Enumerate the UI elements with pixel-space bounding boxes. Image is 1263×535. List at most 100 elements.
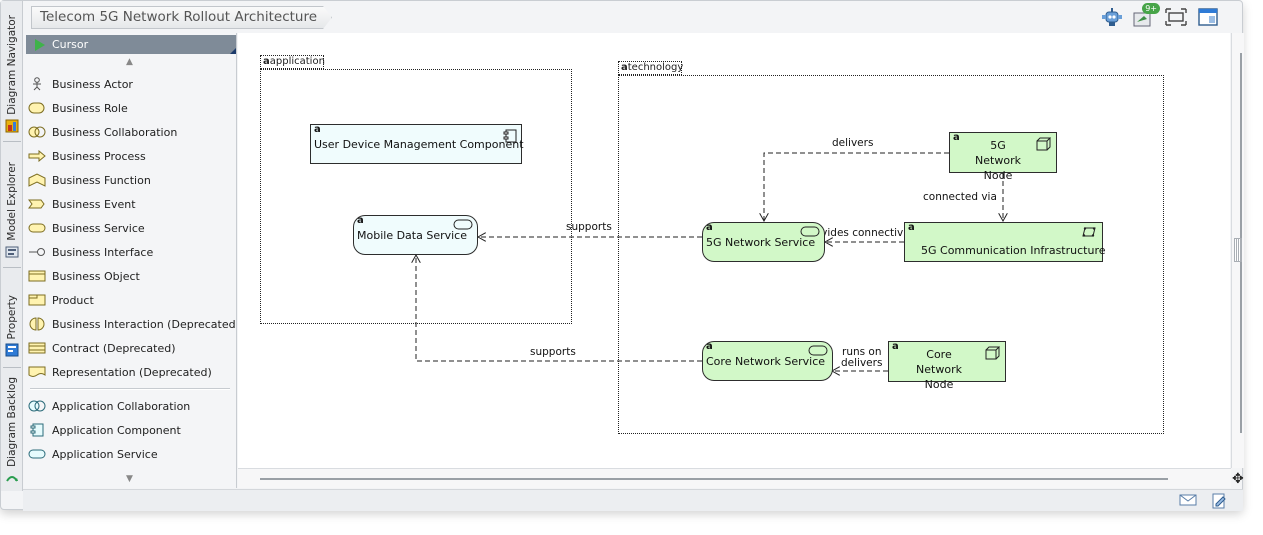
palette-scroll-down-icon[interactable]: ▼ — [126, 474, 133, 484]
element-5g-communication-infrastructure[interactable]: a 5G Communication Infrastructure — [904, 222, 1106, 262]
business-function-icon — [28, 173, 46, 187]
diagram-toolbar: 9+ — [1100, 3, 1220, 27]
tab-property[interactable]: Property — [1, 275, 23, 357]
tab-model-explorer[interactable]: Model Explorer — [1, 149, 23, 259]
edge-label-runs-on[interactable]: runs on — [842, 346, 882, 358]
edge-label-supports-core[interactable]: supports — [530, 346, 576, 358]
palette-item-label: Representation (Deprecated) — [52, 365, 212, 379]
package-technology-frame[interactable] — [618, 75, 1164, 434]
palette-item-label: Business Actor — [52, 77, 133, 91]
palette-item-business-service[interactable]: Business Service — [28, 217, 233, 239]
notifications-icon[interactable]: 9+ — [1132, 3, 1160, 27]
element-core-network-node[interactable]: a Core Network Node — [888, 341, 1006, 391]
layout-panel-icon[interactable] — [1196, 7, 1220, 27]
element-label: Core Network Service — [706, 355, 826, 368]
palette-item-application-collaboration[interactable]: Application Collaboration — [28, 395, 233, 417]
palette-section-divider — [30, 388, 230, 390]
element-label: 5G Network Service — [706, 236, 816, 249]
application-collaboration-icon — [28, 399, 46, 413]
edge-label-delivers-core[interactable]: delivers — [841, 357, 883, 369]
palette-item-business-interaction[interactable]: Business Interaction (Deprecated) — [28, 313, 236, 335]
element-label: 5G Communication Infrastructure — [921, 244, 1106, 257]
vertical-scrollbar[interactable] — [1231, 33, 1244, 468]
package-technology-label: technology — [627, 62, 684, 73]
palette-item-business-event[interactable]: Business Event — [28, 193, 233, 215]
palette-item-contract[interactable]: Contract (Deprecated) — [28, 337, 233, 359]
notification-badge: 9+ — [1142, 3, 1160, 14]
palette-item-business-role[interactable]: Business Role — [28, 97, 233, 119]
palette-item-label: Application Collaboration — [52, 399, 191, 413]
element-user-device-management-component[interactable]: a User Device Management Component — [310, 124, 524, 164]
package-technology-tab[interactable]: atechnology — [618, 61, 684, 75]
palette-item-label: Application Service — [52, 447, 158, 461]
relationship-connectors — [238, 152, 1230, 468]
cursor-label: Cursor — [52, 38, 89, 51]
application-service-icon — [28, 447, 46, 461]
palette-item-label: Business Service — [52, 221, 145, 235]
edge-supports-core — [416, 255, 702, 362]
cursor-corner-marker — [230, 48, 236, 54]
mail-icon[interactable] — [1179, 493, 1197, 507]
palette-item-product[interactable]: Product — [28, 289, 233, 311]
business-event-icon — [28, 197, 46, 211]
tab-separator — [3, 367, 21, 368]
business-service-icon — [28, 221, 46, 235]
edge-label-connected-via[interactable]: connected via — [923, 191, 997, 203]
element-5g-network-node[interactable]: a 5G Network Node — [949, 132, 1057, 182]
edge-label-supports-5g[interactable]: supports — [566, 221, 612, 233]
palette-cursor-tool[interactable]: Cursor — [26, 35, 236, 54]
palette-item-label: Application Component — [52, 423, 181, 437]
edge-label-delivers[interactable]: delivers — [832, 137, 874, 149]
business-process-icon — [28, 149, 46, 163]
element-core-network-service[interactable]: a Core Network Service — [702, 341, 833, 381]
palette-scroll-up-icon[interactable]: ▲ — [126, 57, 133, 67]
product-icon — [28, 293, 46, 307]
palette-item-application-component[interactable]: Application Component — [28, 419, 233, 441]
palette-item-business-object[interactable]: Business Object — [28, 265, 233, 287]
horizontal-scrollbar-track[interactable] — [260, 478, 1168, 480]
element-type-glyph: a — [908, 222, 915, 233]
palette-item-label: Business Role — [52, 101, 128, 115]
palette-item-label: Product — [52, 293, 94, 307]
palette-item-business-interface[interactable]: Business Interface — [28, 241, 233, 263]
cursor-arrow-icon — [35, 39, 45, 51]
application-component-icon — [28, 423, 46, 437]
palette-item-label: Business Function — [52, 173, 151, 187]
package-application-tab[interactable]: aapplication — [260, 55, 325, 69]
palette-item-application-service[interactable]: Application Service — [28, 443, 233, 465]
palette-item-representation[interactable]: Representation (Deprecated) — [28, 361, 233, 383]
package-application-label: application — [269, 56, 325, 67]
move-canvas-icon[interactable]: ✥ — [1232, 471, 1244, 487]
edge-label-provides-connectivity[interactable]: provides connectivity to — [804, 227, 931, 239]
element-mobile-data-service[interactable]: a Mobile Data Service — [353, 215, 478, 255]
palette-item-label: Business Process — [52, 149, 146, 163]
side-tab-strip: Diagram Navigator Model Explorer Propert… — [1, 1, 23, 491]
service-icon — [453, 219, 473, 230]
element-label: Mobile Data Service — [357, 229, 467, 242]
element-palette: Cursor ▲ Business Actor Business Role Bu… — [24, 33, 237, 488]
palette-item-label: Business Object — [52, 269, 140, 283]
element-type-glyph: a — [357, 215, 364, 226]
panel-resize-grip[interactable] — [1234, 238, 1242, 262]
robot-assistant-icon[interactable] — [1100, 7, 1124, 27]
service-icon — [800, 226, 820, 237]
palette-item-business-function[interactable]: Business Function — [28, 169, 233, 191]
diagram-canvas[interactable]: aapplication atechnology d — [238, 33, 1230, 468]
tab-diagram-backlog[interactable]: Diagram Backlog — [1, 375, 23, 485]
edge-delivers-5g — [764, 152, 949, 221]
breadcrumb[interactable]: Telecom 5G Network Rollout Architecture — [31, 6, 332, 29]
element-label: Core Network Node — [916, 348, 962, 391]
diagram-navigator-icon — [5, 119, 19, 133]
palette-item-business-process[interactable]: Business Process — [28, 145, 233, 167]
tab-diagram-navigator[interactable]: Diagram Navigator — [1, 5, 23, 133]
element-type-glyph: a — [706, 222, 713, 233]
tab-separator — [3, 141, 21, 142]
fit-diagram-icon[interactable] — [1164, 7, 1188, 27]
edit-document-icon[interactable] — [1211, 493, 1227, 509]
palette-item-business-actor[interactable]: Business Actor — [28, 73, 233, 95]
palette-item-business-collaboration[interactable]: Business Collaboration — [28, 121, 233, 143]
element-5g-network-service[interactable]: a 5G Network Service — [702, 222, 825, 262]
node-icon — [985, 346, 1000, 360]
horizontal-scrollbar[interactable] — [238, 468, 1231, 488]
element-type-glyph: a — [953, 132, 960, 143]
